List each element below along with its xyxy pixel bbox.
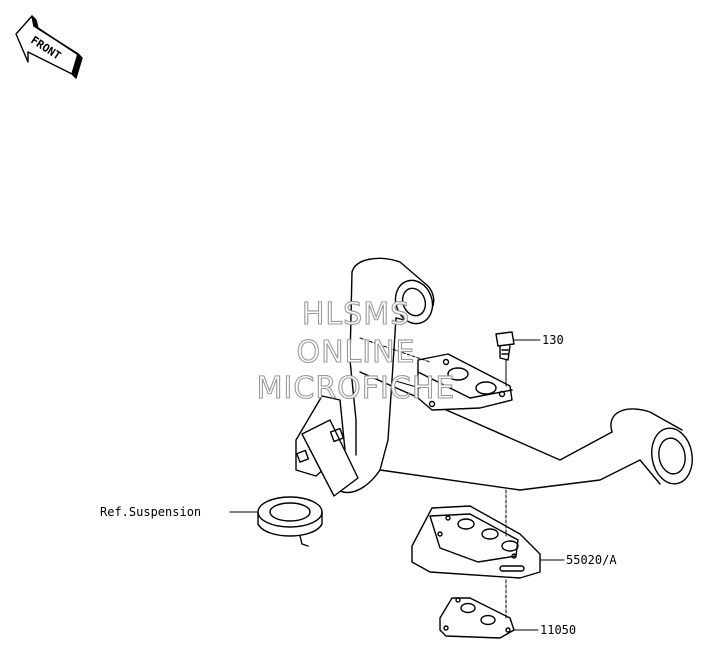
callout-55020a[interactable]: 55020/A	[566, 553, 617, 567]
bolt-icon	[495, 331, 515, 361]
front-arrow-icon: FRONT	[15, 15, 83, 79]
callout-ref-suspension[interactable]: Ref.Suspension	[100, 505, 202, 519]
leader-lines	[229, 337, 565, 631]
washer-plate	[439, 597, 515, 639]
upper-plate	[417, 353, 513, 411]
a-arm	[257, 257, 693, 547]
guard-plate	[411, 505, 541, 579]
callout-11050[interactable]: 11050	[540, 623, 577, 637]
callout-130[interactable]: 130	[542, 333, 564, 347]
